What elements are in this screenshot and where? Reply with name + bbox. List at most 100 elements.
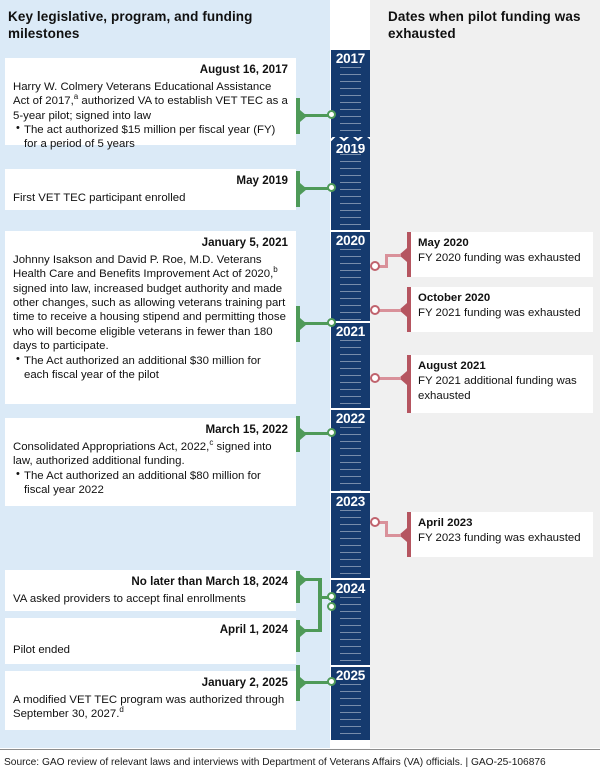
timeline-marker-dot bbox=[327, 110, 336, 119]
footnote-marker: a bbox=[73, 92, 79, 102]
callout-text: FY 2020 funding was exhausted bbox=[418, 252, 581, 265]
timeline-year-label: 2020 bbox=[335, 233, 366, 248]
milestone-bullets: The Act authorized an additional $80 mil… bbox=[13, 468, 288, 498]
milestone-body: A modified VET TEC program was authorize… bbox=[13, 693, 285, 721]
milestone-date: March 15, 2022 bbox=[205, 423, 289, 436]
callout-arrow-icon bbox=[399, 371, 407, 385]
callout-date: October 2020 bbox=[418, 292, 491, 304]
tick-marks bbox=[340, 597, 361, 665]
milestone-card[interactable]: May 2019 First VET TEC participant enrol… bbox=[5, 169, 296, 210]
milestone-date: April 1, 2024 bbox=[219, 623, 288, 636]
milestone-date: January 5, 2021 bbox=[201, 236, 288, 249]
milestone-bullets: The act authorized $15 million per fisca… bbox=[13, 122, 288, 152]
timeline-marker-dot bbox=[370, 305, 380, 315]
timeline-marker-dot bbox=[327, 318, 336, 327]
connector-line bbox=[303, 629, 321, 632]
milestone-body: First VET TEC participant enrolled bbox=[13, 191, 186, 204]
milestone-date: August 16, 2017 bbox=[199, 63, 288, 76]
tick-marks bbox=[340, 684, 361, 740]
tick-marks bbox=[340, 67, 361, 137]
callout-arrow-icon bbox=[399, 303, 407, 317]
callout-accent-bar bbox=[407, 232, 411, 277]
callout-date: August 2021 bbox=[418, 360, 486, 372]
milestone-card[interactable]: August 16, 2017 Harry W. Colmery Veteran… bbox=[5, 58, 296, 150]
funding-exhausted-callout[interactable]: August 2021 FY 2021 additional funding w… bbox=[407, 355, 593, 413]
connector-vertical-join bbox=[385, 521, 388, 537]
footnote-marker: b bbox=[273, 265, 278, 275]
timeline-year-2020: 2020 bbox=[331, 232, 370, 321]
connector-line bbox=[303, 114, 330, 117]
connector-bar bbox=[296, 571, 300, 603]
timeline-year-label: 2023 bbox=[335, 494, 366, 509]
connector-line bbox=[378, 377, 401, 380]
milestone-body: Harry W. Colmery Veterans Educational As… bbox=[13, 80, 288, 122]
tick-marks bbox=[340, 427, 361, 491]
connector-bar bbox=[296, 416, 300, 452]
footnote-marker: d bbox=[119, 705, 124, 715]
timeline-marker-dot bbox=[370, 517, 380, 527]
connector-bar bbox=[296, 98, 300, 134]
funding-exhausted-callout[interactable]: April 2023 FY 2023 funding was exhausted bbox=[407, 512, 593, 557]
tick-marks bbox=[340, 340, 361, 408]
tick-marks bbox=[340, 510, 361, 578]
timeline-marker-dot bbox=[370, 373, 380, 383]
milestone-card[interactable]: No later than March 18, 2024 VA asked pr… bbox=[5, 570, 296, 611]
milestone-body: Consolidated Appropriations Act, 2022,c … bbox=[13, 437, 272, 468]
connector-vertical-join bbox=[385, 254, 388, 267]
timeline-year-label: 2021 bbox=[335, 324, 366, 339]
connector-line bbox=[378, 521, 388, 524]
callout-arrow-icon bbox=[399, 248, 407, 262]
callout-text: FY 2023 funding was exhausted bbox=[418, 532, 581, 545]
timeline-year-label: 2025 bbox=[335, 668, 366, 683]
funding-exhausted-callout[interactable]: October 2020 FY 2021 funding was exhaust… bbox=[407, 287, 593, 332]
timeline-year-label: 2019 bbox=[335, 141, 366, 156]
callout-text: FY 2021 funding was exhausted bbox=[418, 307, 581, 320]
milestone-body: Pilot ended bbox=[13, 643, 70, 656]
connector-bar bbox=[296, 171, 300, 207]
milestone-card[interactable]: April 1, 2024 Pilot ended bbox=[5, 618, 296, 664]
funding-exhausted-callout[interactable]: May 2020 FY 2020 funding was exhausted bbox=[407, 232, 593, 277]
milestone-bullets: The Act authorized an additional $30 mil… bbox=[13, 353, 288, 383]
milestone-card[interactable]: March 15, 2022 Consolidated Appropriatio… bbox=[5, 418, 296, 506]
tick-marks bbox=[340, 154, 361, 230]
callout-date: May 2020 bbox=[418, 237, 469, 249]
callout-arrow-icon bbox=[399, 528, 407, 542]
timeline-marker-dot bbox=[327, 183, 336, 192]
connector-bar bbox=[296, 665, 300, 701]
timeline-year-2022: 2022 bbox=[331, 410, 370, 491]
connector-line bbox=[378, 265, 388, 268]
milestone-body: VA asked providers to accept final enrol… bbox=[13, 592, 246, 605]
timeline-marker-dot bbox=[327, 677, 336, 686]
connector-line bbox=[303, 187, 330, 190]
timeline-year-2024: 2024 bbox=[331, 580, 370, 665]
connector-line bbox=[303, 681, 330, 684]
milestone-body: Johnny Isakson and David P. Roe, M.D. Ve… bbox=[13, 253, 286, 353]
list-item: The Act authorized an additional $30 mil… bbox=[16, 353, 288, 383]
milestone-date: No later than March 18, 2024 bbox=[131, 575, 288, 588]
connector-line bbox=[378, 309, 401, 312]
callout-date: April 2023 bbox=[418, 517, 473, 529]
tick-marks bbox=[340, 249, 361, 321]
callout-accent-bar bbox=[407, 287, 411, 332]
milestone-date: May 2019 bbox=[236, 174, 288, 187]
timeline-marker-dot bbox=[327, 592, 336, 601]
timeline-marker-dot bbox=[327, 602, 336, 611]
left-column-heading: Key legislative, program, and funding mi… bbox=[8, 9, 253, 42]
milestone-card[interactable]: January 5, 2021 Johnny Isakson and David… bbox=[5, 231, 296, 404]
milestone-card[interactable]: January 2, 2025 A modified VET TEC progr… bbox=[5, 671, 296, 730]
footer-divider bbox=[0, 749, 600, 750]
source-note: Source: GAO review of relevant laws and … bbox=[4, 757, 546, 768]
milestone-date: January 2, 2025 bbox=[201, 676, 288, 689]
timeline-break-zigzag-icon bbox=[331, 137, 370, 144]
timeline-marker-dot bbox=[327, 428, 336, 437]
timeline-year-2019: 2019 bbox=[331, 137, 370, 230]
connector-line bbox=[303, 322, 330, 325]
connector-bar bbox=[296, 306, 300, 342]
connector-line bbox=[385, 254, 401, 257]
right-column-heading: Dates when pilot funding was exhausted bbox=[388, 9, 581, 42]
timeline-year-2017: 2017 bbox=[331, 50, 370, 137]
timeline-year-2023: 2023 bbox=[331, 493, 370, 578]
list-item: The act authorized $15 million per fisca… bbox=[16, 122, 288, 152]
timeline-year-label: 2024 bbox=[335, 581, 366, 596]
